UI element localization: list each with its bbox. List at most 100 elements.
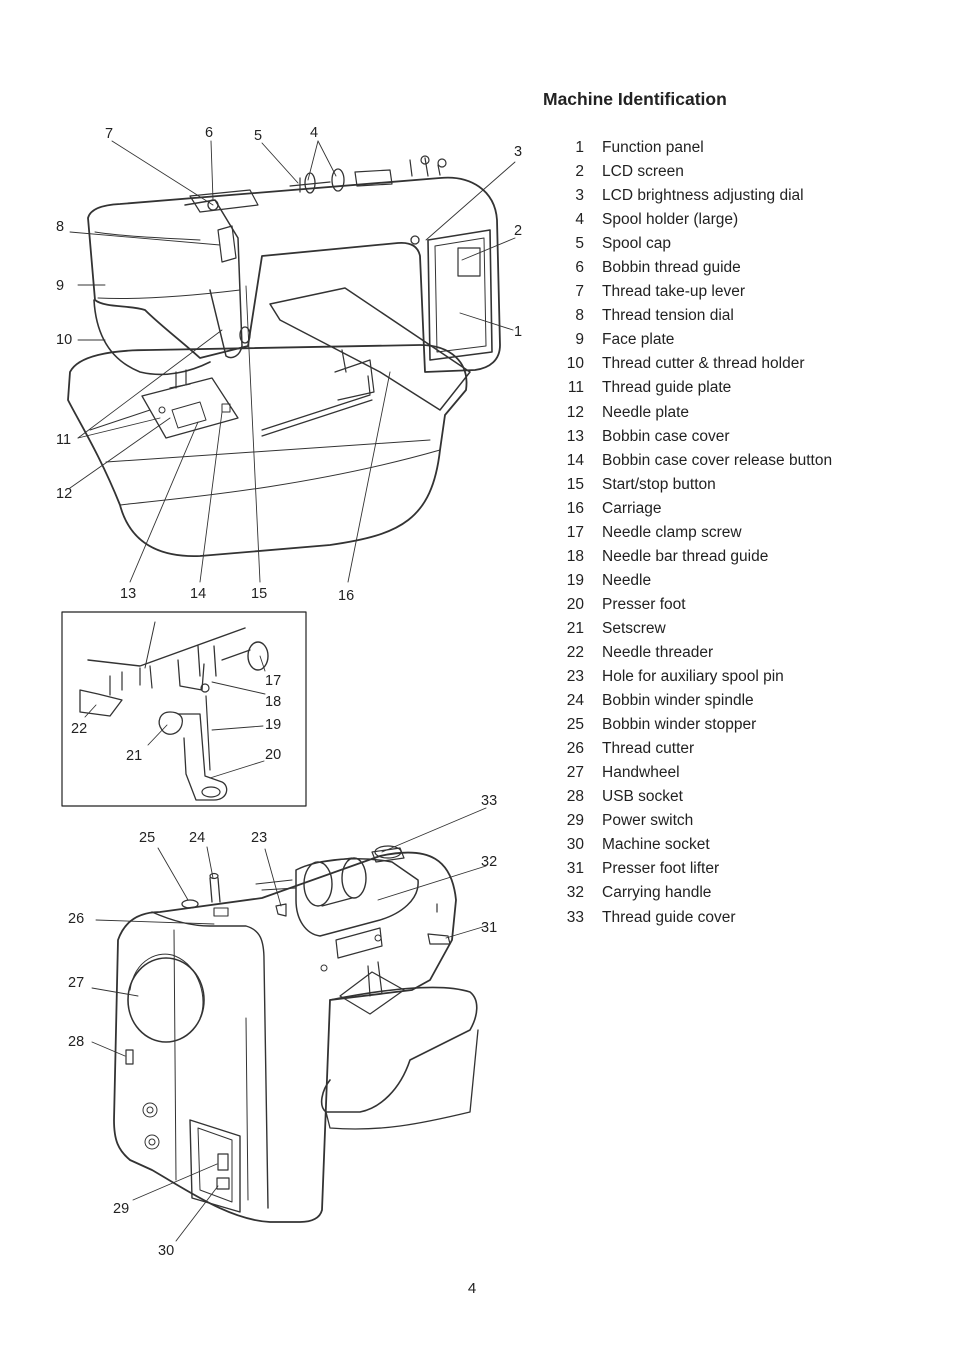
callout: 2 bbox=[514, 223, 522, 239]
part-number: 26 bbox=[566, 740, 584, 758]
part-number: 7 bbox=[575, 283, 584, 301]
callout: 20 bbox=[265, 747, 281, 763]
list-item: 5 Spool cap bbox=[560, 232, 940, 256]
callout: 33 bbox=[481, 793, 497, 809]
part-label: Thread guide cover bbox=[602, 908, 736, 926]
part-number: 29 bbox=[566, 812, 584, 830]
part-label: Thread cutter bbox=[602, 740, 695, 758]
part-number: 6 bbox=[575, 259, 584, 277]
part-number: 16 bbox=[566, 499, 584, 517]
list-item: 21 Setscrew bbox=[560, 617, 940, 641]
callout: 3 bbox=[514, 144, 522, 160]
part-number: 20 bbox=[566, 595, 584, 613]
callout: 10 bbox=[56, 332, 72, 348]
callout: 9 bbox=[56, 278, 64, 294]
list-item: 26 Thread cutter bbox=[560, 737, 940, 761]
part-number: 21 bbox=[566, 619, 584, 637]
part-label: Presser foot bbox=[602, 595, 686, 613]
part-number: 15 bbox=[566, 475, 584, 493]
callout: 5 bbox=[254, 128, 262, 144]
part-number: 2 bbox=[575, 163, 584, 181]
callout: 8 bbox=[56, 219, 64, 235]
callout: 26 bbox=[68, 911, 84, 927]
part-label: Thread cutter & thread holder bbox=[602, 355, 805, 373]
list-item: 7 Thread take-up lever bbox=[560, 280, 940, 304]
part-label: Spool holder (large) bbox=[602, 211, 739, 229]
list-item: 1 Function panel bbox=[560, 136, 940, 160]
part-label: Needle bar thread guide bbox=[602, 547, 769, 565]
callout: 29 bbox=[113, 1201, 129, 1217]
part-number: 12 bbox=[566, 403, 584, 421]
callout: 11 bbox=[56, 432, 71, 448]
callout: 1 bbox=[514, 324, 522, 340]
needle-detail-drawing: 17 18 19 20 21 22 bbox=[61, 611, 307, 807]
callout: 23 bbox=[251, 830, 267, 846]
callout: 22 bbox=[71, 721, 87, 737]
part-label: Power switch bbox=[602, 812, 694, 830]
part-number: 13 bbox=[566, 427, 584, 445]
part-label: Hole for auxiliary spool pin bbox=[602, 668, 784, 686]
callout: 21 bbox=[126, 748, 142, 764]
part-label: Face plate bbox=[602, 331, 675, 349]
list-item: 24 Bobbin winder spindle bbox=[560, 689, 940, 713]
list-item: 32 Carrying handle bbox=[560, 881, 940, 905]
part-label: Carrying handle bbox=[602, 884, 712, 902]
part-number: 19 bbox=[566, 571, 584, 589]
rear-callouts: 25 24 23 33 32 31 26 27 28 29 30 bbox=[68, 793, 497, 1259]
list-item: 6 Bobbin thread guide bbox=[560, 256, 940, 280]
list-item: 13 Bobbin case cover bbox=[560, 425, 940, 449]
part-number: 23 bbox=[566, 668, 584, 686]
part-number: 11 bbox=[567, 379, 584, 397]
callout: 16 bbox=[338, 588, 354, 604]
part-label: Machine socket bbox=[602, 836, 710, 854]
part-label: Thread tension dial bbox=[602, 307, 734, 325]
part-label: Bobbin winder spindle bbox=[602, 692, 754, 710]
list-item: 11 Thread guide plate bbox=[560, 376, 940, 400]
part-label: Bobbin case cover release button bbox=[602, 451, 833, 469]
callout: 12 bbox=[56, 486, 72, 502]
part-number: 9 bbox=[575, 331, 584, 349]
page-title: Machine Identification bbox=[543, 89, 727, 109]
list-item: 31 Presser foot lifter bbox=[560, 857, 940, 881]
part-number: 24 bbox=[566, 692, 584, 710]
list-item: 23 Hole for auxiliary spool pin bbox=[560, 665, 940, 689]
list-item: 16 Carriage bbox=[560, 497, 940, 521]
part-label: Bobbin case cover bbox=[602, 427, 730, 445]
callout: 15 bbox=[251, 586, 267, 602]
list-item: 8 Thread tension dial bbox=[560, 304, 940, 328]
callout: 31 bbox=[481, 920, 497, 936]
list-item: 15 Start/stop button bbox=[560, 473, 940, 497]
list-item: 17 Needle clamp screw bbox=[560, 521, 940, 545]
list-item: 27 Handwheel bbox=[560, 761, 940, 785]
callout: 17 bbox=[265, 673, 281, 689]
list-item: 29 Power switch bbox=[560, 809, 940, 833]
callout: 32 bbox=[481, 854, 497, 870]
part-number: 5 bbox=[575, 235, 584, 253]
part-label: Handwheel bbox=[602, 764, 680, 782]
list-item: 14 Bobbin case cover release button bbox=[560, 449, 940, 473]
part-number: 28 bbox=[566, 788, 584, 806]
page-number: 4 bbox=[467, 1280, 477, 1297]
list-item: 28 USB socket bbox=[560, 785, 940, 809]
part-label: Bobbin winder stopper bbox=[602, 716, 757, 734]
part-label: Thread take-up lever bbox=[602, 283, 746, 301]
callout: 14 bbox=[190, 586, 206, 602]
part-label: USB socket bbox=[602, 788, 683, 806]
part-number: 10 bbox=[566, 355, 584, 373]
callout: 25 bbox=[139, 830, 155, 846]
part-label: Thread guide plate bbox=[602, 379, 732, 397]
part-label: Carriage bbox=[602, 499, 662, 517]
list-item: 20 Presser foot bbox=[560, 593, 940, 617]
list-item: 22 Needle threader bbox=[560, 641, 940, 665]
part-number: 32 bbox=[566, 884, 584, 902]
detail-callouts: 17 18 19 20 21 22 bbox=[71, 673, 281, 764]
parts-list: 1 Function panel 2 LCD screen 3 LCD brig… bbox=[560, 136, 940, 930]
part-label: Presser foot lifter bbox=[602, 860, 720, 878]
list-item: 3 LCD brightness adjusting dial bbox=[560, 184, 940, 208]
callout: 30 bbox=[158, 1243, 174, 1259]
part-number: 30 bbox=[566, 836, 584, 854]
part-label: Start/stop button bbox=[602, 475, 716, 493]
part-number: 25 bbox=[566, 716, 584, 734]
part-label: Function panel bbox=[602, 139, 704, 157]
callout: 24 bbox=[189, 830, 205, 846]
